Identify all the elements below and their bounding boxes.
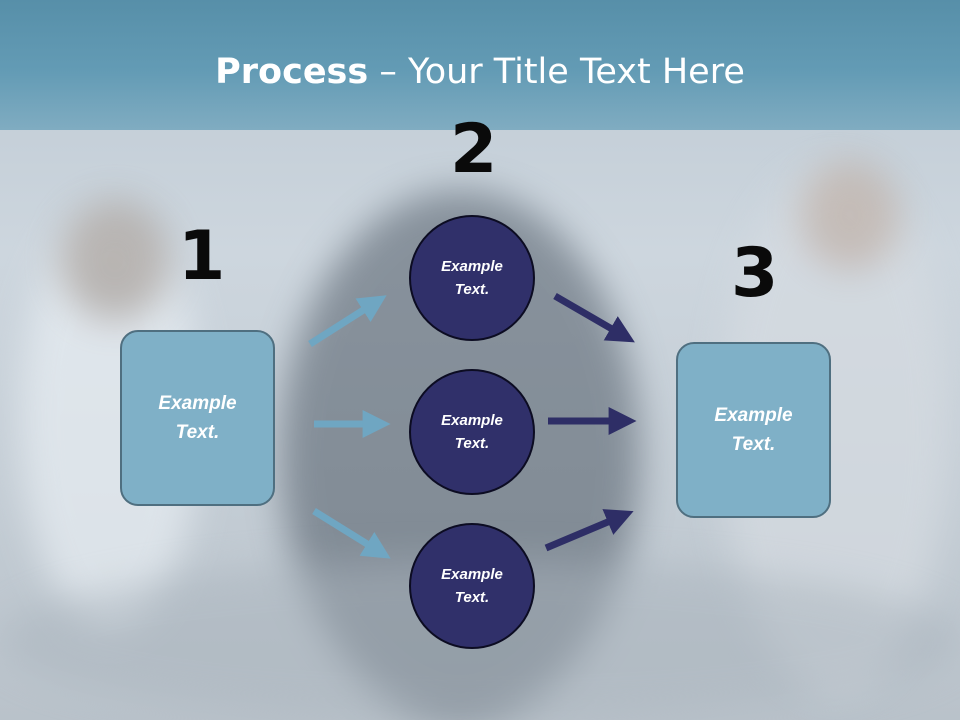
step-3-box: Example Text. xyxy=(676,342,831,518)
title-rest: – Your Title Text Here xyxy=(368,52,745,92)
step-2-circle-top: Example Text. xyxy=(409,215,535,341)
step-2-text-middle: Example Text. xyxy=(441,412,503,452)
step-1-number: 1 xyxy=(178,217,226,296)
arrow-top-to-3 xyxy=(553,292,635,343)
step-2-text-top: Example Text. xyxy=(441,258,503,298)
step-2-number: 2 xyxy=(450,110,498,189)
step-2-text-bottom: Example Text. xyxy=(441,566,503,606)
step-1-box: Example Text. xyxy=(120,330,275,506)
step-3-text: Example Text. xyxy=(714,405,793,455)
slide-title: Process – Your Title Text Here xyxy=(0,52,960,92)
step-2-circle-middle: Example Text. xyxy=(409,369,535,495)
arrow-1-to-bottom xyxy=(312,508,391,559)
arrow-bottom-to-3 xyxy=(544,509,634,552)
step-3-number: 3 xyxy=(731,234,779,313)
title-banner xyxy=(0,0,960,130)
title-bold: Process xyxy=(215,52,369,92)
step-1-text: Example Text. xyxy=(158,393,237,443)
step-2-circle-bottom: Example Text. xyxy=(409,523,535,649)
arrow-1-to-top xyxy=(308,295,387,347)
